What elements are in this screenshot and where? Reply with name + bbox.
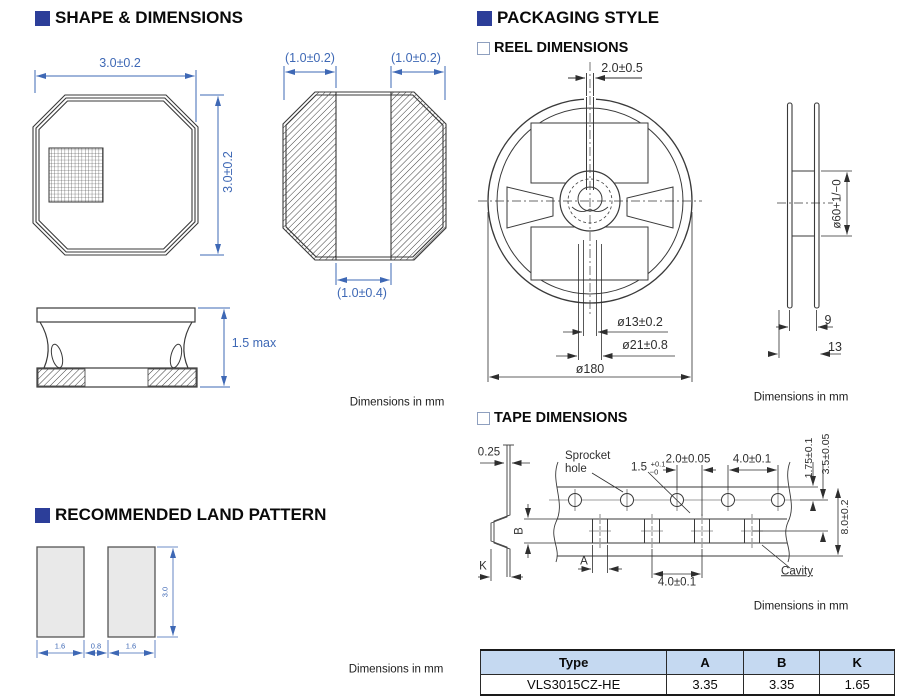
top-view-height-dim: 3.0±0.2 [220,151,235,193]
cell-a: 3.35 [666,674,744,695]
subheading-text: TAPE DIMENSIONS [494,410,628,426]
reel-spoke-left [506,186,554,229]
cavity-pitch-dim: 4.0±0.1 [657,576,697,589]
cell-k: 1.65 [819,674,895,695]
land-pattern-drawing [36,546,178,658]
land-pattern-heading: RECOMMENDED LAND PATTERN [35,505,326,525]
heading-square-icon [35,507,50,523]
top-view-width-dim: 3.0±0.2 [99,55,141,70]
reel-flange-gap-dim: 9 [824,312,832,327]
cell-type: VLS3015CZ-HE [479,674,668,695]
subheading-square-icon [477,41,490,55]
edge-to-hole-dim: 1.75±0.1 [802,437,815,479]
component-front-view-drawing [282,66,447,285]
packaging-style-heading: PACKAGING STYLE [477,8,659,28]
hatch-pad-left [37,368,86,387]
cell-b: 3.35 [742,674,821,695]
hole-to-cavity-dim: 2.0±0.05 [665,453,711,466]
subheading-text: REEL DIMENSIONS [494,40,629,56]
heading-square-icon [35,10,50,26]
heading-text: PACKAGING STYLE [497,8,660,27]
sprocket-hole-tol-up: +0.1 [650,459,666,469]
col-header-k: K [819,650,895,675]
tape-drawing [478,444,843,581]
table-header-row: Type A B K [479,650,895,675]
component-side-view-drawing [36,307,230,388]
break-line-right [785,461,792,563]
reel-flange-right [813,102,820,309]
front-right-terminal-dim: (1.0±0.2) [391,50,441,65]
tape-dimensions-subheading: TAPE DIMENSIONS [477,410,627,426]
front-left-terminal-dim: (1.0±0.2) [285,50,335,65]
sprocket-hole-dia-dim: 1.5 [631,461,647,474]
hatch-pad-right [147,368,197,387]
break-line-left [553,461,560,563]
reel-hub-outer-dim: ø21±0.8 [622,337,668,352]
hole-to-cavity-v-dim: 3.5±0.05 [819,433,832,475]
reel-outer-diameter-dim: ø180 [575,361,605,376]
sprocket-hole-tol-dn: −0 [649,467,659,477]
cavity-width-dim-a: A [580,555,588,568]
front-bottom-dim: (1.0±0.4) [337,285,387,300]
component-top-view-drawing [32,70,224,256]
heading-text: SHAPE & DIMENSIONS [55,8,243,27]
col-header-b: B [742,650,821,675]
reel-drawing [478,62,852,382]
sprocket-hole-label: Sprocket hole [565,450,611,475]
tape-size-table: Type A B K VLS3015CZ-HE 3.35 3.35 1.65 [479,649,895,696]
reel-slot-width-dim: 2.0±0.5 [601,60,643,75]
reel-flange-left [786,102,793,309]
dimensions-note: Dimensions in mm [348,663,444,676]
reel-hub-hole-dim: ø13±0.2 [617,314,663,329]
dimensions-note: Dimensions in mm [753,391,849,404]
cavity-label: Cavity [781,565,813,578]
hatch-left-terminal [283,92,336,260]
heading-text: RECOMMENDED LAND PATTERN [55,505,327,524]
pad-gap-dim: 0.8 [90,641,102,651]
marking-grid [48,147,104,203]
dimensions-note: Dimensions in mm [349,396,445,409]
land-pad-left [36,546,85,638]
heading-square-icon [477,10,492,26]
hole-pitch-dim: 4.0±0.1 [732,453,772,466]
reel-overall-width-dim: 13 [828,339,842,354]
reel-dimensions-subheading: REEL DIMENSIONS [477,40,628,56]
land-pad-right [107,546,156,638]
hatch-right-terminal [391,92,446,260]
pad-width-left-dim: 1.6 [54,641,66,651]
col-header-a: A [666,650,744,675]
wire-terminal-right [169,343,183,369]
reel-spoke-right [626,186,674,229]
pad-width-right-dim: 1.6 [125,641,137,651]
tape-depth-dim-k: K [479,560,487,573]
col-header-type: Type [479,650,668,675]
reel-window-bottom [530,226,649,281]
dimensions-note: Dimensions in mm [753,600,849,613]
wire-terminal-left [50,343,64,369]
table-row: VLS3015CZ-HE 3.35 3.35 1.65 [479,674,895,695]
shape-dimensions-heading: SHAPE & DIMENSIONS [35,8,243,28]
subheading-square-icon [477,411,490,425]
cavity-height-dim-b: B [513,527,526,535]
reel-side-diameter-dim: ø60+1/−0 [831,179,844,229]
tape-width-dim: 8.0±0.2 [838,499,851,535]
side-height-dim: 1.5 max [231,335,277,350]
pad-height-dim: 3.0 [160,586,170,598]
tape-thickness-dim: 0.25 [477,446,501,459]
